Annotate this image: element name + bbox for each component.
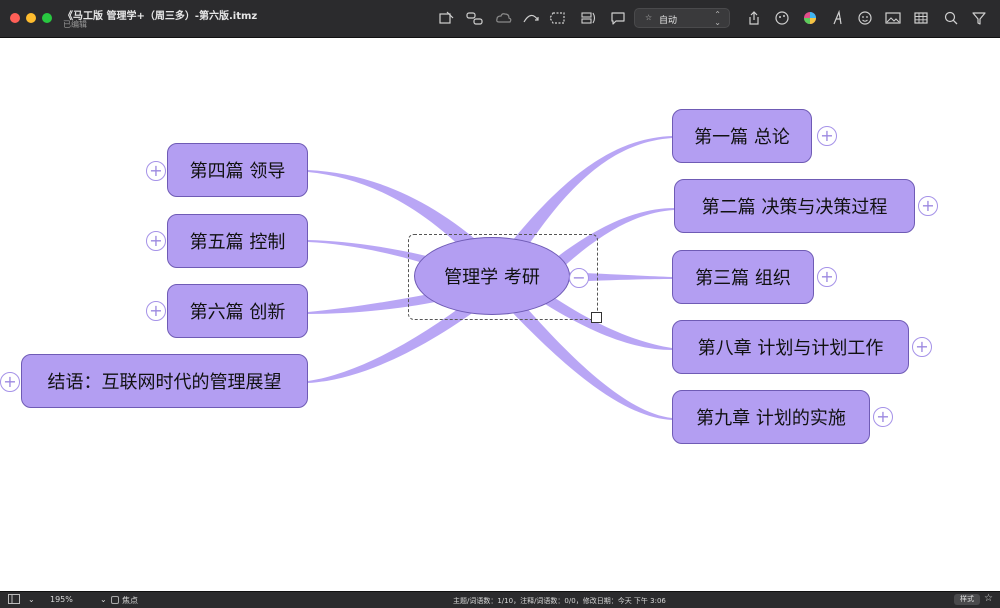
zoom-chevron-icon[interactable]: ⌄ <box>100 595 107 604</box>
layout-select[interactable]: ☆ 自动 ⌃⌄ <box>634 8 730 28</box>
expand-button[interactable]: + <box>918 196 938 216</box>
zoom-level[interactable]: 195% <box>50 595 73 604</box>
sticker-icon[interactable] <box>773 10 791 26</box>
topic-part-1[interactable]: 第一篇 总论 <box>672 109 812 163</box>
style-button[interactable]: 样式 <box>954 594 980 605</box>
document-title: 《马工版 管理学+（周三多）-第六版.itmz <box>63 11 258 22</box>
summary-icon[interactable] <box>580 10 598 26</box>
expand-button[interactable]: + <box>817 267 837 287</box>
layout-select-value: 自动 <box>659 16 678 26</box>
focus-checkbox[interactable] <box>111 596 119 604</box>
collapse-button[interactable]: − <box>569 268 589 288</box>
zoom-window-button[interactable] <box>42 13 52 23</box>
subtopic-icon[interactable] <box>466 10 484 26</box>
selection-outline <box>408 234 598 320</box>
mindmap-canvas[interactable]: 管理学 考研 − 第一篇 总论 + 第二篇 决策与决策过程 + 第三篇 组织 +… <box>0 38 1000 591</box>
title-bar: 《马工版 管理学+（周三多）-第六版.itmz 已编辑 ☆ 自动 ⌃⌄ <box>0 0 1000 38</box>
table-icon[interactable] <box>912 10 930 26</box>
status-bar: ⌄ 195% ⌄ 焦点 主题/词语数：1/10，注释/词语数：0/0，修改日期：… <box>0 591 1000 608</box>
topic-part-6[interactable]: 第六篇 创新 <box>167 284 308 338</box>
relation-icon[interactable] <box>522 10 540 26</box>
topic-part-5[interactable]: 第五篇 控制 <box>167 214 308 268</box>
central-topic[interactable]: 管理学 考研 <box>414 237 570 315</box>
expand-button[interactable]: + <box>146 301 166 321</box>
comment-icon[interactable] <box>609 10 627 26</box>
share-icon[interactable] <box>745 10 763 26</box>
sidebar-toggle-icon[interactable] <box>8 594 20 606</box>
font-icon[interactable] <box>829 9 847 26</box>
document-info: 主题/词语数：1/10，注释/词语数：0/0，修改日期：今天 下午 3:06 <box>453 597 666 605</box>
boundary-icon[interactable] <box>549 10 567 26</box>
expand-button[interactable]: + <box>0 372 20 392</box>
emoji-icon[interactable] <box>856 10 874 26</box>
topic-conclusion[interactable]: 结语：互联网时代的管理展望 <box>21 354 308 408</box>
document-status: 已编辑 <box>63 20 87 29</box>
resize-handle[interactable] <box>591 312 602 323</box>
sparkle-icon: ☆ <box>645 13 653 22</box>
new-topic-icon[interactable] <box>438 10 456 26</box>
expand-button[interactable]: + <box>873 407 893 427</box>
topic-part-2[interactable]: 第二篇 决策与决策过程 <box>674 179 915 233</box>
topic-chapter-9[interactable]: 第九章 计划的实施 <box>672 390 870 444</box>
minimize-window-button[interactable] <box>26 13 36 23</box>
topic-chapter-8[interactable]: 第八章 计划与计划工作 <box>672 320 909 374</box>
search-icon[interactable] <box>942 10 960 26</box>
expand-button[interactable]: + <box>817 126 837 146</box>
chevron-updown-icon: ⌃⌄ <box>714 10 721 27</box>
expand-button[interactable]: + <box>146 231 166 251</box>
topic-part-4[interactable]: 第四篇 领导 <box>167 143 308 197</box>
filter-icon[interactable] <box>970 10 988 26</box>
color-icon[interactable] <box>801 10 819 26</box>
expand-button[interactable]: + <box>912 337 932 357</box>
image-icon[interactable] <box>884 10 902 26</box>
topic-part-3[interactable]: 第三篇 组织 <box>672 250 814 304</box>
cloud-icon[interactable] <box>495 10 513 26</box>
focus-label: 焦点 <box>122 596 138 605</box>
expand-button[interactable]: + <box>146 161 166 181</box>
star-icon[interactable]: ☆ <box>984 593 993 604</box>
chevron-down-icon[interactable]: ⌄ <box>28 595 35 604</box>
close-window-button[interactable] <box>10 13 20 23</box>
